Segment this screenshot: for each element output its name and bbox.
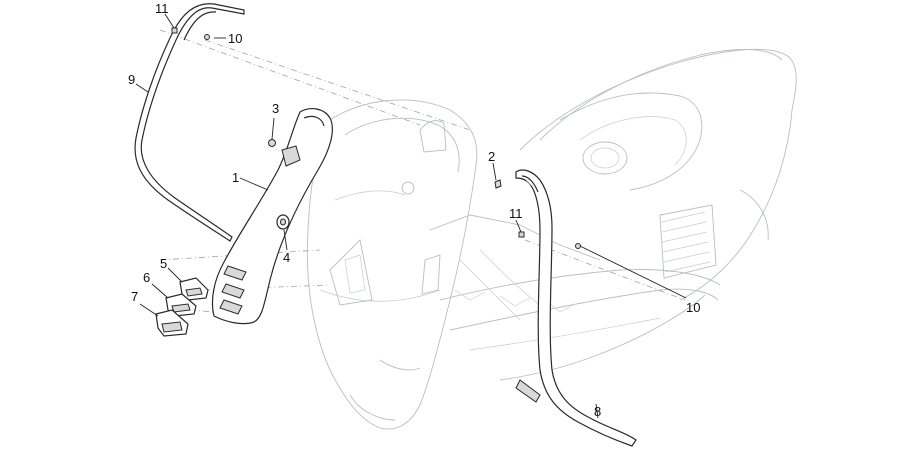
callout-7: 7	[131, 289, 138, 304]
part-10-screw-lower	[575, 243, 581, 249]
part-9-trim-rail	[134, 3, 245, 242]
part-4-grommet	[276, 214, 290, 230]
leader-lines	[135, 13, 687, 419]
callout-8: 8	[594, 404, 601, 419]
callout-6: 6	[143, 270, 150, 285]
callout-10-lower: 10	[686, 300, 700, 315]
callout-2: 2	[488, 149, 495, 164]
callout-3: 3	[272, 101, 279, 116]
callout-4: 4	[283, 250, 290, 265]
callout-10-upper: 10	[228, 31, 242, 46]
part-1-horncast-cover	[211, 108, 333, 325]
part-11-clip-lower	[518, 231, 525, 238]
callout-labels: 11 10 9 3 1 4 5 6 7 2 11 10 8	[128, 1, 700, 419]
part-5-grille	[179, 277, 209, 301]
callout-11-upper: 11	[155, 1, 169, 16]
callout-11-lower: 11	[509, 206, 523, 221]
part-7-grille	[155, 309, 189, 337]
part-10-screw-upper	[204, 34, 210, 40]
part-3-screw	[268, 139, 276, 147]
part-6-grille	[165, 293, 197, 317]
part-8-horncast-trim	[515, 169, 637, 447]
callout-9: 9	[128, 72, 135, 87]
callout-1: 1	[232, 170, 239, 185]
front-shield-outline	[306, 99, 478, 430]
scooter-body-outline	[429, 48, 797, 381]
part-2-screw	[494, 179, 502, 189]
part-11-clip-upper	[171, 27, 178, 34]
callout-5: 5	[160, 256, 167, 271]
